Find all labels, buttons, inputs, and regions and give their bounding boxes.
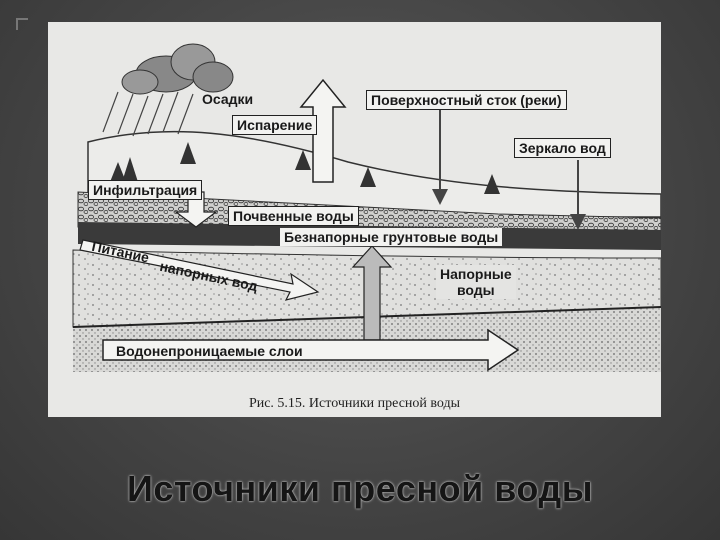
label-confined-water: Напорные воды — [436, 265, 516, 299]
label-unconfined-groundwater: Безнапорные грунтовые воды — [280, 228, 502, 246]
label-evaporation: Испарение — [232, 115, 317, 135]
label-infiltration: Инфильтрация — [88, 180, 202, 200]
label-water-table: Зеркало вод — [514, 138, 611, 158]
rain-lines — [103, 92, 193, 136]
slide-title: Источники пресной воды — [0, 468, 720, 510]
label-precipitation: Осадки — [198, 90, 257, 108]
label-confined-water-1: Напорные — [440, 266, 512, 282]
label-confined-water-2: воды — [440, 282, 512, 298]
cloud-icon — [122, 44, 233, 94]
label-surface-runoff: Поверхностный сток (реки) — [366, 90, 567, 110]
label-soil-water: Почвенные воды — [228, 206, 359, 226]
freshwater-sources-figure: Осадки Испарение Поверхностный сток (рек… — [48, 22, 661, 417]
figure-caption: Рис. 5.15. Источники пресной воды — [48, 396, 661, 412]
slide-corner-mark — [16, 18, 28, 30]
label-impermeable-layers: Водонепроницаемые слои — [112, 342, 307, 360]
